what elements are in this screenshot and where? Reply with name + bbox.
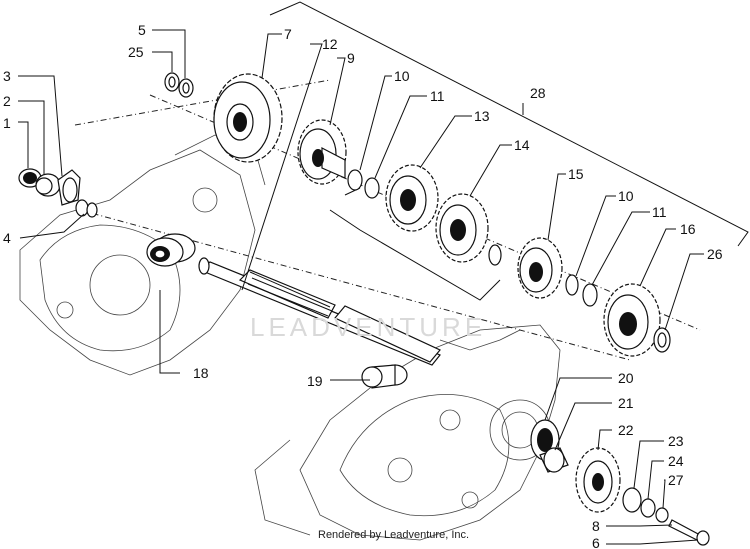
callout-8: 8 — [592, 518, 600, 534]
washer-10-lower — [565, 274, 579, 296]
callout-22: 22 — [618, 422, 634, 438]
gear-13 — [385, 164, 439, 232]
callout-11-upper: 11 — [430, 88, 445, 104]
callout-10-lower: 10 — [618, 188, 634, 204]
bearing-1 — [18, 168, 42, 188]
callout-21: 21 — [618, 395, 634, 411]
gear-14 — [435, 193, 502, 266]
bushing-21 — [539, 447, 569, 473]
callout-24: 24 — [668, 453, 684, 469]
callout-14: 14 — [514, 137, 530, 153]
callout-3: 3 — [3, 68, 11, 84]
leader-lines — [18, 29, 704, 545]
callout-28: 28 — [530, 85, 546, 101]
washer-27 — [655, 507, 669, 523]
bearing-2 — [35, 173, 61, 197]
washer-24 — [640, 498, 656, 518]
callout-13: 13 — [474, 108, 490, 124]
callout-11-lower: 11 — [652, 204, 667, 220]
callout-15: 15 — [568, 166, 584, 182]
washer-25 — [164, 72, 180, 92]
callout-2: 2 — [3, 93, 11, 109]
callout-1: 1 — [3, 115, 11, 131]
shaft-axis-line — [74, 79, 331, 126]
engine-case-right-outline — [254, 324, 561, 541]
callout-5: 5 — [138, 22, 146, 38]
circlip-11-upper — [364, 177, 380, 199]
render-credit: Rendered by Leadventure, Inc. — [318, 529, 469, 541]
callout-6: 6 — [592, 535, 600, 549]
main-shaft — [198, 257, 441, 366]
bearing-18 — [146, 233, 196, 267]
bushing-19 — [361, 364, 408, 389]
washer-5 — [178, 78, 194, 98]
engine-case-left-outline — [19, 134, 266, 376]
callout-4: 4 — [3, 230, 11, 246]
callout-19: 19 — [307, 373, 323, 389]
gear-7 — [213, 73, 283, 163]
sprocket-22 — [575, 447, 621, 513]
washer-4 — [75, 199, 98, 218]
callout-12: 12 — [322, 36, 338, 52]
callout-16: 16 — [680, 221, 696, 237]
gear-16 — [603, 283, 661, 357]
callout-7: 7 — [284, 26, 292, 42]
gear-15 — [517, 237, 563, 299]
group-bracket-inner — [329, 209, 501, 301]
washer-23 — [622, 487, 642, 513]
circlip-11-lower — [582, 283, 598, 307]
callout-26: 26 — [707, 246, 723, 262]
watermark: LEADVENTURE — [250, 312, 486, 342]
callout-9: 9 — [347, 50, 355, 66]
callout-10-upper: 10 — [394, 68, 410, 84]
callout-27: 27 — [668, 472, 684, 488]
sleeve-3 — [57, 169, 81, 206]
gear-9 — [297, 119, 347, 185]
callout-18: 18 — [193, 365, 209, 381]
group-bracket-28 — [269, 1, 749, 247]
callout-23: 23 — [668, 433, 684, 449]
callout-25: 25 — [128, 44, 144, 60]
washer-26 — [653, 327, 671, 353]
callout-20: 20 — [618, 370, 634, 386]
washer-10-upper — [347, 169, 363, 191]
